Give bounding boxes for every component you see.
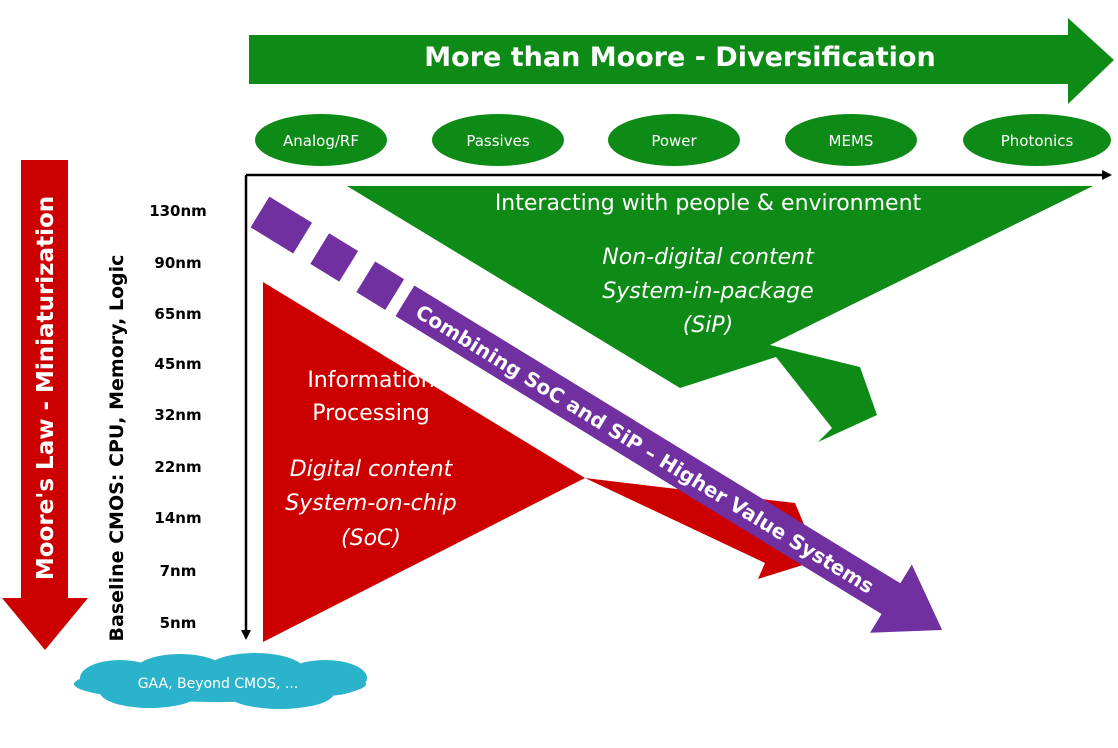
category-row: Analog/RF Passives Power MEMS Photonics (255, 114, 1111, 166)
category-label-analog-rf: Analog/RF (283, 132, 359, 150)
moores-law-arrow (2, 160, 88, 650)
node-labels: 130nm 90nm 65nm 45nm 32nm 22nm 14nm 7nm … (149, 202, 207, 632)
green-region-line-1: Non-digital content (602, 245, 815, 270)
purple-dash-1 (250, 196, 313, 254)
more-than-moore-arrow (249, 18, 1114, 104)
node-label: 45nm (154, 355, 201, 373)
node-label: 32nm (154, 406, 201, 424)
category-ellipse-power (608, 114, 740, 166)
red-region-line-2: System-on-chip (285, 491, 456, 516)
purple-arrow-body (395, 285, 943, 633)
node-label: 130nm (149, 202, 207, 220)
node-label: 65nm (154, 305, 201, 323)
purple-dash-2 (310, 233, 359, 282)
category-label-photonics: Photonics (1001, 132, 1074, 150)
node-label: 14nm (154, 509, 201, 527)
cloud-label: GAA, Beyond CMOS, ... (138, 676, 299, 692)
red-region-title-line-2: Processing (312, 401, 429, 426)
green-region-line-3: (SiP) (683, 313, 734, 338)
category-ellipse-passives (432, 114, 564, 166)
node-label: 5nm (160, 614, 197, 632)
node-label: 90nm (154, 254, 201, 272)
category-ellipse-photonics (963, 114, 1111, 166)
node-label: 22nm (154, 458, 201, 476)
category-label-mems: MEMS (829, 132, 874, 150)
category-label-power: Power (651, 132, 697, 150)
purple-dash-3 (356, 261, 405, 310)
green-sip-region (347, 186, 1093, 442)
moores-law-label: Moore's Law - Miniaturization (33, 196, 59, 580)
more-than-moore-label: More than Moore - Diversification (424, 42, 935, 73)
red-region-title-line-1: Information (307, 368, 434, 393)
green-region-line-2: System-in-package (602, 279, 813, 304)
category-ellipse-mems (785, 114, 917, 166)
category-label-passives: Passives (466, 132, 529, 150)
cloud-shape (74, 653, 367, 709)
red-region-line-3: (SoC) (341, 526, 401, 551)
red-region-line-1: Digital content (290, 457, 454, 482)
category-ellipse-analog-rf (255, 114, 387, 166)
baseline-cmos-title: Baseline CMOS: CPU, Memory, Logic (106, 255, 128, 642)
node-label: 7nm (160, 562, 197, 580)
green-region-title: Interacting with people & environment (495, 191, 922, 216)
red-soc-region (263, 282, 819, 642)
